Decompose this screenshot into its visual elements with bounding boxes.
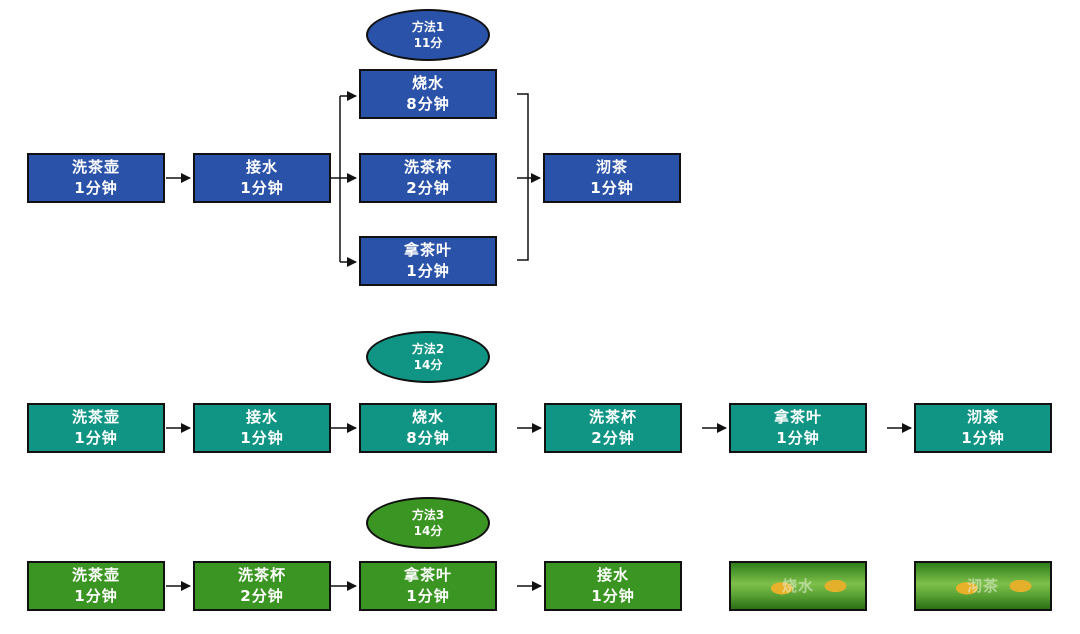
method-2-time: 14分 — [413, 358, 443, 372]
step-duration: 2分钟 — [240, 587, 284, 605]
step-name: 沏茶 — [595, 158, 628, 176]
method-2-label: 方法2 14分 — [366, 331, 490, 383]
m3-step-4: 接水 1分钟 — [544, 561, 682, 611]
step-duration: 1分钟 — [591, 587, 635, 605]
step-name: 洗茶壶 — [71, 566, 120, 584]
method-1-title: 方法1 — [411, 20, 445, 34]
method-1-time: 11分 — [413, 36, 443, 50]
step-name: 烧水 — [411, 408, 444, 426]
step-name: 烧水 — [411, 74, 444, 92]
m3-step-5-image: 烧水 — [729, 561, 867, 611]
step-duration: 1分钟 — [74, 587, 118, 605]
step-name: 接水 — [245, 158, 278, 176]
step-duration: 2分钟 — [591, 429, 635, 447]
step-duration: 1分钟 — [74, 429, 118, 447]
method-1-label: 方法1 11分 — [366, 9, 490, 61]
join-m1 — [517, 93, 529, 261]
step-duration: 1分钟 — [406, 587, 450, 605]
m3-step-1: 洗茶壶 1分钟 — [27, 561, 165, 611]
step-name: 接水 — [596, 566, 629, 584]
m1-step-brew: 沏茶 1分钟 — [543, 153, 681, 203]
step-duration: 1分钟 — [406, 262, 450, 280]
m1-step-boil: 烧水 8分钟 — [359, 69, 497, 119]
step-duration: 8分钟 — [406, 95, 450, 113]
m3-step-2: 洗茶杯 2分钟 — [193, 561, 331, 611]
step-duration: 1分钟 — [590, 179, 634, 197]
m1-step-get-tea: 拿茶叶 1分钟 — [359, 236, 497, 286]
m2-step-3: 烧水 8分钟 — [359, 403, 497, 453]
step-duration: 1分钟 — [74, 179, 118, 197]
step-duration: 1分钟 — [240, 179, 284, 197]
m3-step-6-image: 沏茶 — [914, 561, 1052, 611]
m2-step-2: 接水 1分钟 — [193, 403, 331, 453]
method-2-title: 方法2 — [411, 342, 445, 356]
m2-step-5: 拿茶叶 1分钟 — [729, 403, 867, 453]
step-duration: 2分钟 — [406, 179, 450, 197]
step-name: 洗茶杯 — [237, 566, 286, 584]
step-name: 拿茶叶 — [773, 408, 822, 426]
step-duration: 1分钟 — [776, 429, 820, 447]
step-name: 沏茶 — [966, 576, 999, 595]
method-3-time: 14分 — [413, 524, 443, 538]
step-duration: 1分钟 — [961, 429, 1005, 447]
step-name: 接水 — [245, 408, 278, 426]
step-name: 洗茶杯 — [588, 408, 637, 426]
step-name: 拿茶叶 — [403, 241, 452, 259]
m1-step-wash-cups: 洗茶杯 2分钟 — [359, 153, 497, 203]
step-name: 拿茶叶 — [403, 566, 452, 584]
m2-step-1: 洗茶壶 1分钟 — [27, 403, 165, 453]
m2-step-6: 沏茶 1分钟 — [914, 403, 1052, 453]
m1-step-fetch-water: 接水 1分钟 — [193, 153, 331, 203]
m3-step-3: 拿茶叶 1分钟 — [359, 561, 497, 611]
m2-step-4: 洗茶杯 2分钟 — [544, 403, 682, 453]
step-name: 洗茶壶 — [71, 158, 120, 176]
step-duration: 8分钟 — [406, 429, 450, 447]
method-3-label: 方法3 14分 — [366, 497, 490, 549]
step-name: 洗茶壶 — [71, 408, 120, 426]
m1-step-wash-pot: 洗茶壶 1分钟 — [27, 153, 165, 203]
step-duration: 1分钟 — [240, 429, 284, 447]
method-3-title: 方法3 — [411, 508, 445, 522]
step-name: 烧水 — [781, 576, 814, 595]
step-name: 洗茶杯 — [403, 158, 452, 176]
step-name: 沏茶 — [966, 408, 999, 426]
